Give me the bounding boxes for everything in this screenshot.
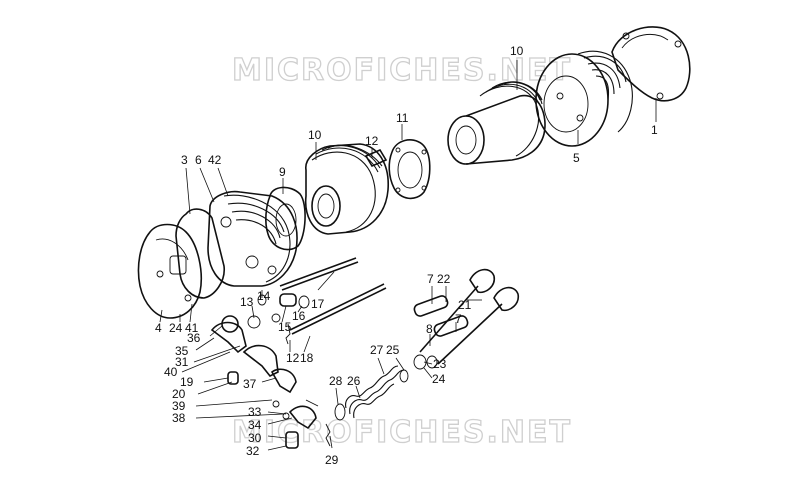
callout-18: 18 — [300, 351, 314, 365]
callout-37: 37 — [243, 377, 257, 391]
cylinder-barrel-right — [447, 81, 546, 165]
callout-25: 25 — [386, 343, 400, 357]
callout-13: 13 — [240, 295, 254, 309]
callout-14: 14 — [257, 289, 271, 303]
cylinder-head-right — [535, 50, 633, 147]
callout-1: 1 — [651, 123, 658, 137]
callout-12-lower: 12 — [286, 351, 300, 365]
callout-23: 23 — [433, 357, 447, 371]
callout-3: 3 — [181, 153, 188, 167]
callout-9: 9 — [279, 165, 286, 179]
callout-20: 20 — [172, 387, 186, 401]
callout-22: 22 — [437, 272, 451, 286]
callout-35: 35 — [175, 344, 189, 358]
callout-17: 17 — [311, 297, 325, 311]
callout-30: 30 — [248, 431, 262, 445]
callout-15: 15 — [278, 320, 292, 334]
callout-8: 8 — [426, 322, 433, 336]
callout-7-lower: 7 — [455, 312, 462, 326]
valves — [419, 268, 520, 365]
callout-4: 4 — [155, 321, 162, 335]
callout-21: 21 — [458, 298, 472, 312]
valve-cover-gasket-left — [175, 208, 225, 299]
head-cover-right — [611, 26, 691, 102]
cylinder-head-left — [207, 190, 298, 287]
callout-10-lower: 10 — [308, 128, 322, 142]
callout-12-upper: 12 — [365, 134, 379, 148]
callout-40: 40 — [164, 365, 178, 379]
callout-33: 33 — [248, 405, 262, 419]
callout-24: 24 — [169, 321, 183, 335]
callout-31: 31 — [175, 355, 189, 369]
callout-41: 41 — [185, 321, 199, 335]
callout-29: 29 — [325, 453, 339, 467]
callout-11: 11 — [396, 111, 409, 125]
callout-7-upper: 7 — [427, 272, 434, 286]
valve-cover-left — [137, 223, 203, 319]
head-gasket-left — [265, 186, 306, 251]
callout-5: 5 — [573, 151, 580, 165]
callout-10-upper: 10 — [510, 44, 524, 58]
cylinder-base-gasket — [388, 139, 431, 200]
callout-42: 42 — [208, 153, 222, 167]
callout-27: 27 — [370, 343, 384, 357]
callout-26: 26 — [347, 374, 361, 388]
rocker-arms — [210, 315, 331, 449]
callout-24-right: 24 — [432, 372, 446, 386]
cylinder-barrel-left — [304, 143, 389, 235]
callout-28: 28 — [329, 374, 343, 388]
callout-32: 32 — [246, 444, 260, 458]
callout-39: 39 — [172, 399, 186, 413]
callout-16: 16 — [292, 309, 306, 323]
callouts: 1 5 10 11 12 10 9 3 6 42 7 22 21 7 8 17 — [155, 44, 658, 467]
callout-36: 36 — [187, 331, 201, 345]
pushrods — [279, 257, 387, 335]
callout-34: 34 — [248, 418, 262, 432]
valve-guides — [413, 295, 469, 337]
callout-6: 6 — [195, 153, 202, 167]
callout-38: 38 — [172, 411, 186, 425]
valve-springs — [334, 354, 438, 421]
callout-19: 19 — [180, 375, 194, 389]
